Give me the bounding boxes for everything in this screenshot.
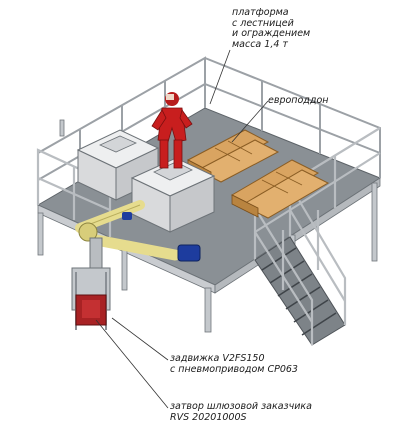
label-airlock-line1: затвор шлюзовой заказчика	[170, 401, 312, 412]
label-platform-line4: масса 1,4 т	[232, 38, 288, 50]
label-airlock: затвор шлюзовой заказчика RVS 20201000S	[170, 401, 312, 423]
staircase	[254, 184, 347, 346]
label-airlock-line2: RVS 20201000S	[170, 411, 247, 423]
label-valve-line1: задвижка V2FS150	[170, 353, 265, 364]
euro-pallet-icon	[186, 129, 330, 219]
worker-figure-icon	[151, 92, 193, 169]
label-valve: задвижка V2FS150 с пневмоприводом СР063	[170, 353, 298, 375]
conveyor-pipes	[75, 200, 181, 261]
label-platform-line1: платформа	[232, 7, 289, 18]
hopper-rear	[76, 129, 160, 201]
label-pallet-text: европоддон	[268, 95, 329, 106]
valve-and-airlock	[71, 237, 111, 330]
label-platform-line3: и ограждением	[232, 28, 311, 39]
label-valve-line2: с пневмоприводом СР063	[170, 363, 298, 375]
label-pallet: европоддон	[268, 95, 329, 107]
hopper-front	[130, 157, 216, 233]
label-platform: платформа с лестницей и ограждением масс…	[232, 7, 311, 50]
leader-lines	[95, 49, 269, 409]
label-platform-line2: с лестницей	[232, 17, 294, 29]
motor-blue	[122, 212, 201, 262]
guard-rail-front-left	[36, 148, 112, 237]
